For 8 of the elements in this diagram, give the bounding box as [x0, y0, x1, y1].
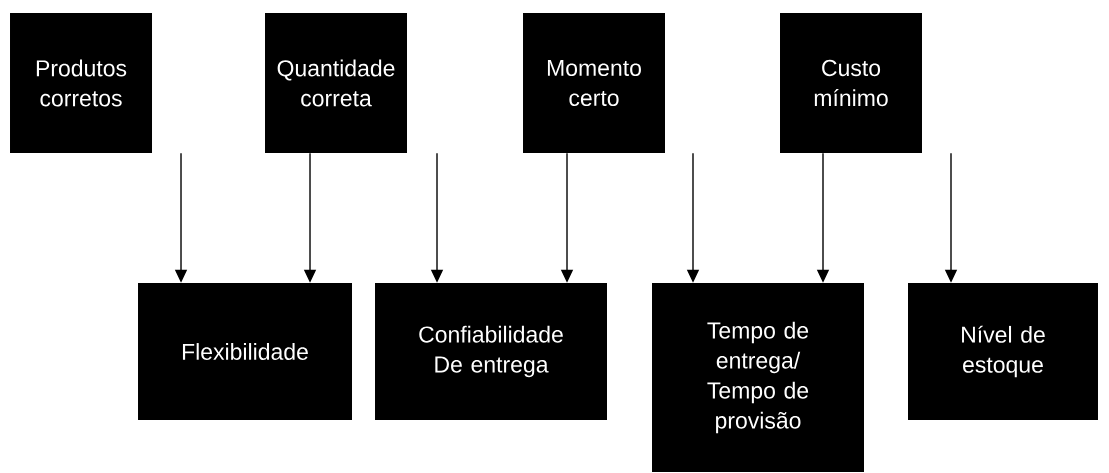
- process-box: Nível de estoque: [908, 283, 1098, 420]
- process-box: Quantidade correta: [265, 13, 407, 153]
- process-box: Produtos corretos: [10, 13, 152, 153]
- process-box: Confiabilidade De entrega: [375, 283, 607, 420]
- process-box: Flexibilidade: [138, 283, 352, 420]
- process-box: Custo mínimo: [780, 13, 922, 153]
- process-box: Momento certo: [523, 13, 665, 153]
- process-box: Tempo de entrega/ Tempo de provisão: [652, 283, 864, 472]
